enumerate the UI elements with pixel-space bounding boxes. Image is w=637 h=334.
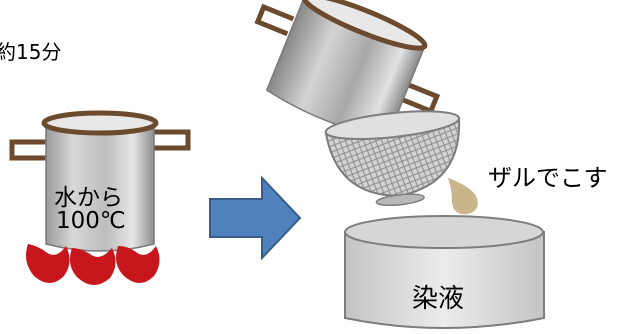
dye-liquid-label: 染液 bbox=[412, 278, 464, 315]
pot-label-line1: 水から bbox=[54, 178, 123, 212]
drop-icon bbox=[448, 178, 478, 214]
strain-label: ザルでこす bbox=[488, 158, 608, 193]
colander-icon bbox=[324, 106, 467, 212]
pot-label-line2: 100℃ bbox=[56, 208, 126, 234]
time-label: 約15分 bbox=[0, 36, 61, 65]
right-arrow-icon bbox=[210, 178, 300, 258]
